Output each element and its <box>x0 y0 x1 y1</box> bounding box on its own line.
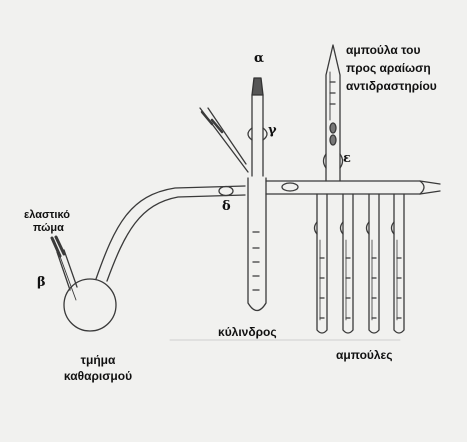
angled-side-tube <box>199 107 249 173</box>
ampoule-4 <box>390 193 405 334</box>
cylinder-vessel <box>247 77 268 312</box>
label-purification-2: καθαρισμού <box>63 369 133 383</box>
purification-bulb <box>63 278 117 332</box>
connecting-tube <box>95 185 246 282</box>
label-dilution-ampoule-1: αμπούλα του <box>346 43 421 57</box>
ampoule-2 <box>339 193 354 334</box>
joint-delta <box>218 185 234 197</box>
ampoule-3 <box>365 193 380 334</box>
label-cylinder: κύλινδρος <box>218 325 277 339</box>
label-dilution-ampoule-2: προς αραίωση <box>346 61 431 75</box>
label-purification-1: τμήμα <box>80 353 116 367</box>
label-elastic-stopper-1: ελαστικό <box>24 209 70 221</box>
ampoule-1 <box>313 193 328 334</box>
stopper-side-arm <box>50 235 78 301</box>
label-ampoules: αμπούλες <box>336 348 393 362</box>
dilution-ampoule <box>322 44 344 182</box>
label-alpha: α <box>254 51 265 66</box>
label-dilution-ampoule-3: αντιδραστηρίου <box>346 79 437 93</box>
label-elastic-stopper-2: πώμα <box>33 222 64 234</box>
label-epsilon: ε <box>343 151 351 166</box>
manifold <box>265 180 441 195</box>
label-beta: β <box>37 275 46 290</box>
label-delta: δ <box>222 199 231 214</box>
label-gamma: γ <box>268 123 277 138</box>
